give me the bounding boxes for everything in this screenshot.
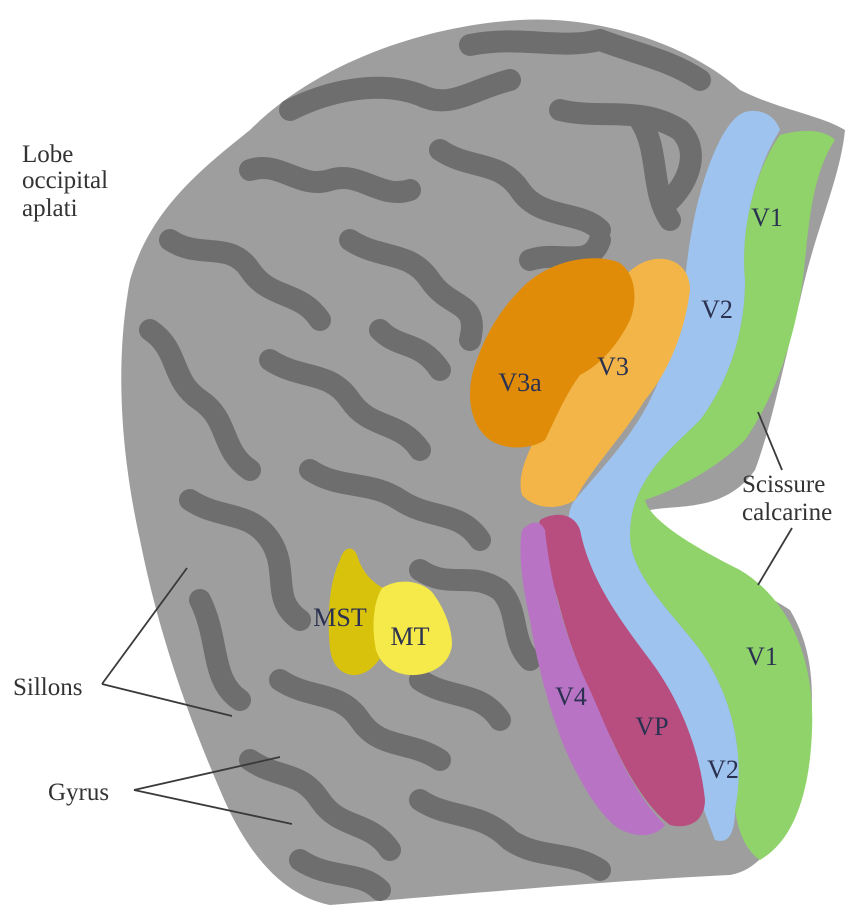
lobe-occipital-label-line-1: Lobe	[22, 141, 73, 168]
scissure-calcarine-label-line-1: Scissure	[742, 471, 825, 498]
label-v1-bottom: V1	[746, 642, 778, 671]
label-v3a: V3a	[498, 368, 542, 397]
label-mt: MT	[391, 622, 430, 651]
label-mst: MST	[313, 603, 367, 632]
scissure-calcarine-label-line-2: calcarine	[742, 499, 832, 526]
label-vp: VP	[635, 712, 668, 741]
lobe-occipital-label-line-2: occipital	[22, 167, 108, 194]
sillons-label: Sillons	[13, 674, 82, 701]
label-v3: V3	[597, 352, 629, 381]
label-v2-bottom: V2	[707, 755, 739, 784]
gyrus-label: Gyrus	[48, 779, 109, 806]
label-v1-top: V1	[751, 203, 783, 232]
lobe-occipital-label-line-3: aplati	[22, 195, 78, 222]
label-v2-top: V2	[701, 295, 733, 324]
label-v4: V4	[555, 682, 587, 711]
